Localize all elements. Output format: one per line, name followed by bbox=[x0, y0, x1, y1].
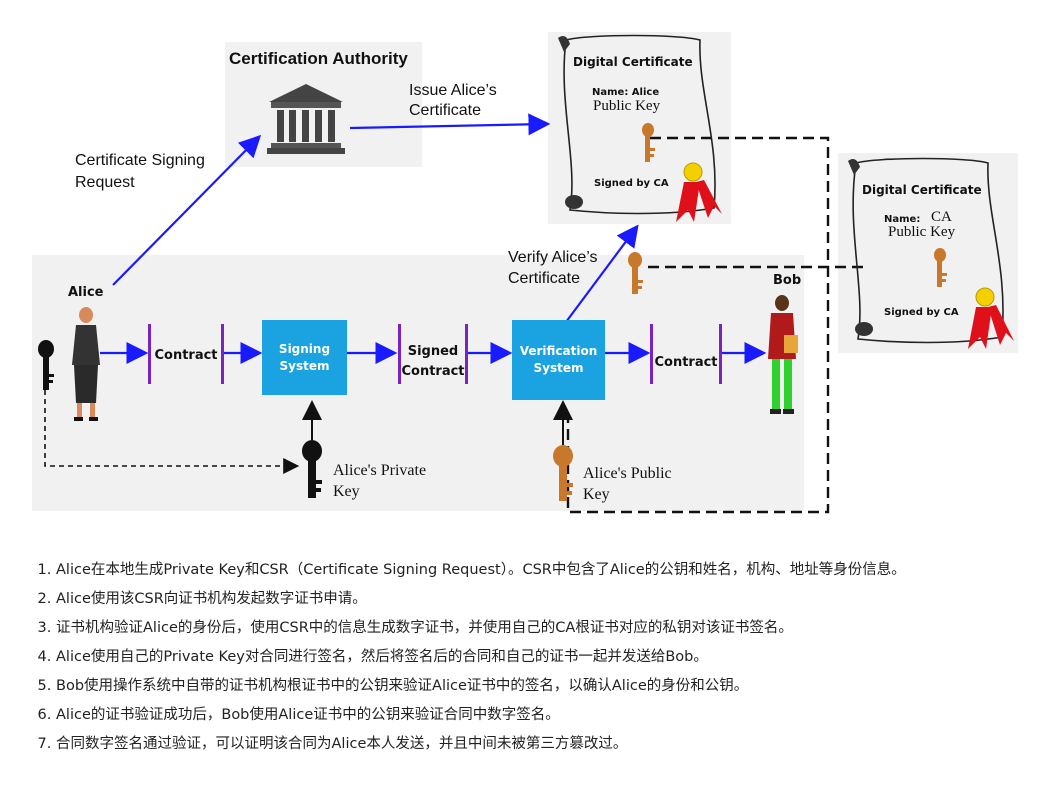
verification-system-box: Verification System bbox=[512, 320, 605, 400]
gold-key-icon bbox=[934, 248, 947, 287]
verify-label-line2: Certificate bbox=[508, 270, 581, 287]
bank-building-icon bbox=[267, 84, 345, 154]
alice-black-key-icon bbox=[38, 340, 54, 390]
signed-contract-label-line2: Contract bbox=[401, 364, 465, 379]
signing-system-box: Signing System bbox=[262, 320, 347, 395]
alice-certificate-scroll bbox=[558, 34, 722, 222]
private-key-label-line2: Key bbox=[333, 483, 360, 500]
list-item: Alice使用自己的Private Key对合同进行签名，然后将签名后的合同和自… bbox=[56, 643, 1036, 672]
alice-cert-public-key: Public Key bbox=[593, 98, 661, 114]
steps-list: Alice在本地生成Private Key和CSR（Certificate Si… bbox=[36, 556, 1036, 759]
red-seal-icon bbox=[676, 162, 722, 222]
issue-label-line2: Certificate bbox=[409, 102, 482, 119]
contract-bracket-1 bbox=[148, 324, 224, 384]
alice-public-key-small-icon bbox=[628, 252, 643, 294]
list-item: 证书机构验证Alice的身份后，使用CSR中的信息生成数字证书，并使用自己的CA… bbox=[56, 614, 1036, 643]
issue-label-line1: Issue Alice’s bbox=[409, 82, 497, 99]
alice-public-key-icon bbox=[553, 445, 573, 501]
verification-system-line2: System bbox=[533, 361, 584, 375]
public-key-label-line2: Key bbox=[583, 486, 610, 503]
public-key-label-line1: Alice's Public bbox=[583, 465, 672, 482]
signed-contract-label-line1: Signed bbox=[407, 344, 459, 359]
contract-1-label: Contract bbox=[154, 348, 218, 363]
contract-2-label: Contract bbox=[654, 355, 718, 370]
diagram-connectors bbox=[44, 113, 868, 514]
gold-key-icon bbox=[642, 123, 655, 162]
contract-bracket-2 bbox=[650, 324, 722, 384]
ca-cert-title: Digital Certificate bbox=[862, 183, 982, 197]
ca-certificate-scroll bbox=[848, 157, 1014, 349]
alice-cert-signed: Signed by CA bbox=[594, 178, 669, 189]
list-item: Alice在本地生成Private Key和CSR（Certificate Si… bbox=[56, 556, 1036, 585]
signing-system-line2: System bbox=[279, 358, 330, 373]
ca-cert-signed: Signed by CA bbox=[884, 307, 959, 318]
alice-person-icon bbox=[72, 307, 100, 421]
alice-cert-title: Digital Certificate bbox=[573, 55, 693, 69]
flow-panel bbox=[32, 255, 804, 511]
list-item: Alice使用该CSR向证书机构发起数字证书申请。 bbox=[56, 585, 1036, 614]
signed-contract-bracket bbox=[398, 324, 468, 384]
signing-system-line1: Signing bbox=[278, 341, 331, 356]
verification-system-line1: Verification bbox=[519, 344, 598, 358]
alice-cert-name: Name: Alice bbox=[592, 87, 660, 98]
verify-label-line1: Verify Alice’s bbox=[508, 249, 598, 266]
ca-cert-public-key: Public Key bbox=[888, 224, 956, 240]
ca-cert-name: Name: bbox=[884, 214, 921, 225]
alice-private-key-icon bbox=[302, 440, 322, 498]
ca-cert-name-value: CA bbox=[931, 209, 952, 225]
bob-label: Bob bbox=[773, 273, 802, 288]
alice-label: Alice bbox=[68, 285, 104, 300]
private-key-label-line1: Alice's Private bbox=[333, 462, 427, 479]
list-item: 合同数字签名通过验证，可以证明该合同为Alice本人发送，并且中间未被第三方篡改… bbox=[56, 730, 1036, 759]
ca-title: Certification Authority bbox=[229, 49, 408, 68]
list-item: Alice的证书验证成功后，Bob使用Alice证书中的公钥来验证合同中数字签名… bbox=[56, 701, 1036, 730]
csr-label-line1: Certificate Signing bbox=[75, 152, 205, 169]
list-item: Bob使用操作系统中自带的证书机构根证书中的公钥来验证Alice证书中的签名，以… bbox=[56, 672, 1036, 701]
red-seal-icon bbox=[968, 287, 1014, 349]
bob-person-icon bbox=[768, 295, 798, 414]
csr-label-line2: Request bbox=[75, 174, 135, 191]
